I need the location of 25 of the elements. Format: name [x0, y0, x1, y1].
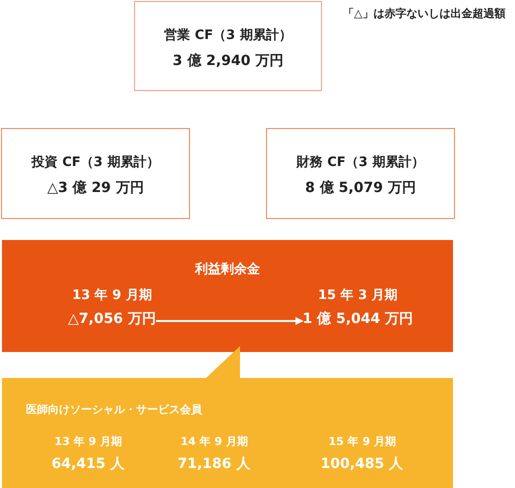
amount: △7,056 万円 [68, 310, 156, 328]
arrow [156, 317, 304, 325]
period-label: 13 年 9 月期 [54, 434, 122, 449]
heading: 財務 CF（3 期累計） [295, 154, 426, 171]
cash-flow-box [266, 128, 455, 219]
member-count: 100,485 人 [320, 455, 404, 473]
period-label: 14 年 9 月期 [180, 434, 248, 449]
heading: 営業 CF（3 期累計） [163, 26, 293, 44]
member-callout-box [2, 346, 453, 488]
amount: 8 億 5,079 万円 [304, 179, 417, 197]
heading: 医師向けソーシャル・サービス会員 [26, 402, 203, 417]
amount: 3 億 2,940 万円 [172, 52, 284, 70]
member-count: 71,186 人 [178, 455, 250, 473]
cash-flow-box [134, 1, 322, 91]
heading: 13 年 9 月期 [71, 287, 153, 304]
note: 「△」は赤字ないしは出金超過額 [343, 6, 506, 21]
member-count: 64,415 人 [52, 455, 124, 473]
heading: 15 年 3 月期 [316, 287, 399, 304]
amount: △3 億 29 万円 [46, 179, 145, 197]
heading: 利益剰余金 [194, 261, 261, 278]
retained-earnings-panel [2, 240, 453, 352]
heading: 投資 CF（3 期累計） [30, 154, 160, 171]
amount: 1 億 5,044 万円 [302, 310, 414, 328]
cash-flow-box [1, 128, 190, 219]
period-label: 15 年 9 月期 [328, 434, 396, 449]
